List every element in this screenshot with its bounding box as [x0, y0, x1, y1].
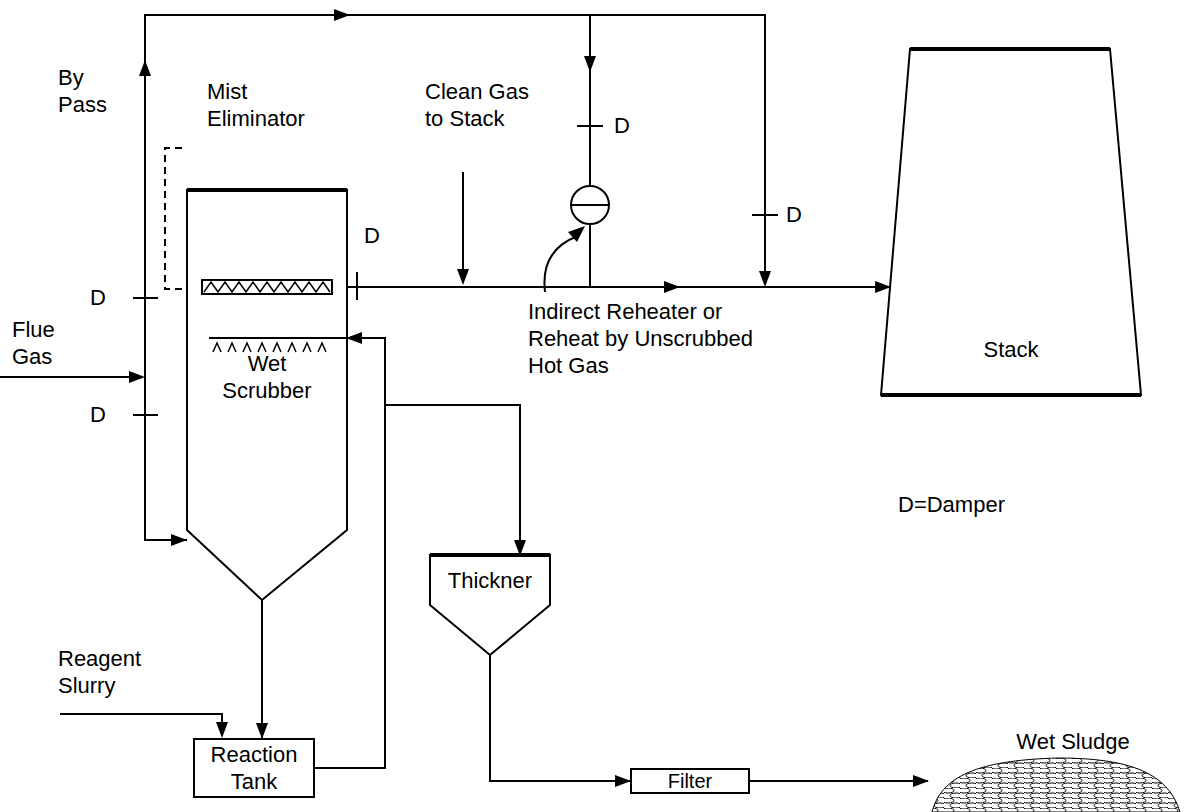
annotation-label: D=Damper: [898, 491, 1005, 518]
damper-mark: D: [90, 401, 106, 428]
arrowhead: [759, 271, 771, 287]
arrowhead: [568, 226, 585, 242]
arrowhead: [457, 269, 469, 285]
arrowhead: [334, 9, 350, 21]
reheater-symbol: [571, 186, 609, 224]
node-label: Wet Sludge: [998, 728, 1148, 755]
damper: [752, 214, 778, 216]
node-label: Thickner: [432, 567, 548, 594]
thickener-tank: Thickner: [430, 555, 550, 655]
damper-mark: D: [614, 112, 630, 139]
arrowhead: [139, 60, 151, 76]
node-label: Stack: [911, 336, 1111, 363]
damper: [133, 414, 158, 416]
damper: [133, 297, 158, 299]
flue-gas-duct: [0, 376, 140, 378]
damper-mark: D: [90, 284, 106, 311]
reheat-duct: [589, 15, 591, 287]
annotation-label: Indirect Reheater or Reheat by Unscrubbe…: [528, 298, 778, 379]
process-box: Filter: [630, 768, 750, 794]
damper-mark: D: [364, 222, 380, 249]
arrowhead: [584, 56, 596, 72]
arrowhead: [216, 722, 228, 738]
sludge-pile: Wet Sludge: [928, 728, 1182, 812]
damper-mark: D: [786, 201, 802, 228]
flow-line: [347, 286, 890, 288]
annotation-label: Reagent Slurry: [58, 645, 158, 699]
reagent-line: [60, 714, 222, 724]
flow-line: [490, 655, 630, 781]
scrubber-vessel: Wet Scrubber: [187, 190, 347, 600]
annotation-label: Flue Gas: [12, 316, 76, 370]
annotation-label: Mist Eliminator: [207, 78, 317, 132]
flow-line: [261, 600, 263, 738]
pointer-arrow: [462, 172, 464, 272]
flow-line: [750, 780, 928, 782]
node-label: Filter: [668, 770, 712, 792]
node-label: Wet Scrubber: [207, 350, 327, 404]
annotation-label: Clean Gas to Stack: [425, 78, 535, 132]
arrowhead: [129, 371, 145, 383]
annotation-label: By Pass: [58, 64, 122, 118]
node-label: Reaction Tank: [204, 741, 304, 795]
leader-line: [544, 236, 578, 292]
stack: Stack: [880, 48, 1142, 396]
process-box: Reaction Tank: [193, 738, 315, 798]
damper: [577, 125, 603, 127]
arrowhead: [171, 534, 187, 546]
